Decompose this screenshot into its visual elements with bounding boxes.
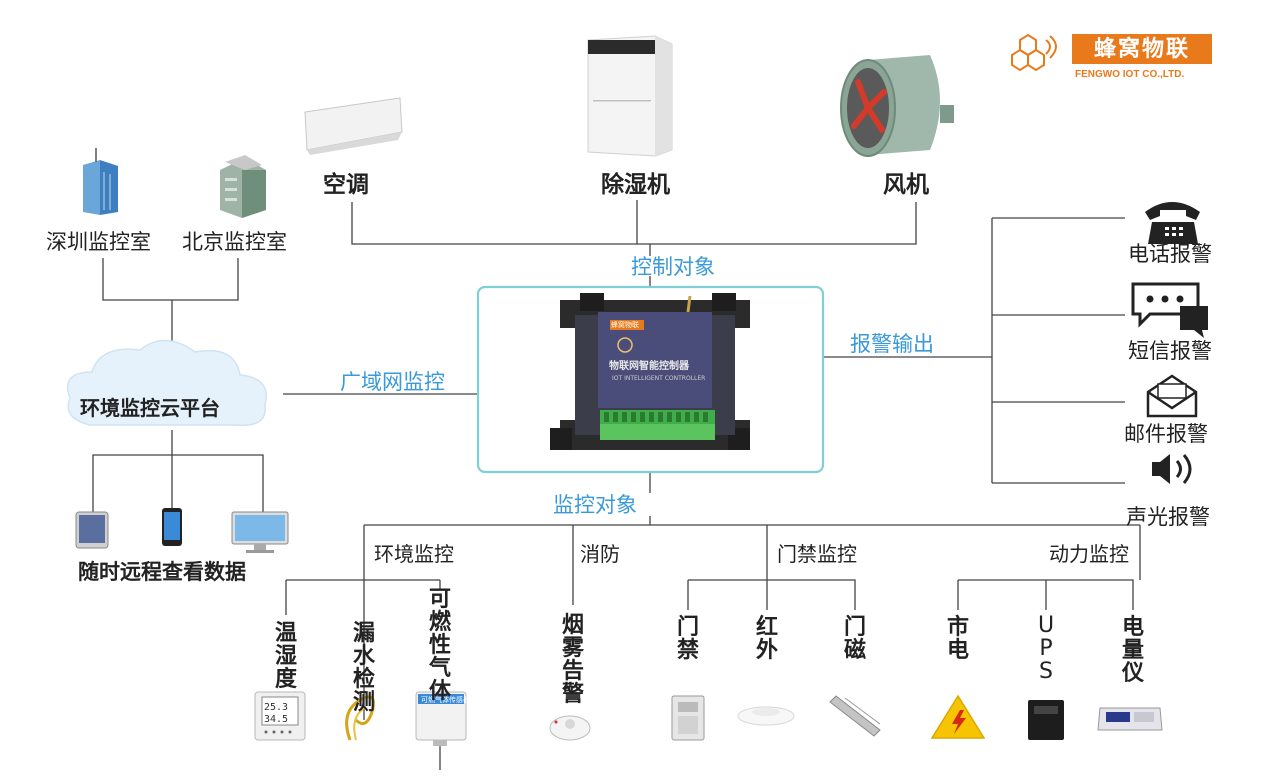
monitor-icon	[231, 511, 289, 553]
sensor-door-magnet: 门磁	[843, 615, 866, 663]
label-access-monitoring: 门禁监控	[777, 542, 857, 566]
controller-sub: IOT INTELLIGENT CONTROLLER	[612, 375, 706, 382]
edge-wan-monitoring: 广域网监控	[340, 370, 445, 394]
label-cloud-platform: 环境监控云平台	[80, 396, 220, 420]
power-meter-icon	[1097, 707, 1163, 731]
sensor-mains-power: 市电	[946, 615, 969, 663]
tablet-icon	[75, 511, 109, 549]
gas-sensor-label: 可燃气体传感器	[421, 695, 470, 704]
fan-icon	[840, 55, 954, 157]
infrared-sensor-icon	[737, 706, 795, 726]
controller-frame	[476, 285, 825, 474]
label-phone-alarm: 电话报警	[1128, 242, 1212, 266]
dehumidifier-icon	[587, 35, 673, 157]
logo-hexagon-icon	[1011, 33, 1057, 72]
label-air-conditioner: 空调	[323, 172, 369, 198]
edge-monitor-objects: 监控对象	[553, 493, 637, 517]
access-control-icon	[671, 695, 705, 741]
label-sms-alarm: 短信报警	[1128, 339, 1212, 363]
logo-cn: 蜂窝物联	[1072, 34, 1212, 64]
smoke-detector-icon	[549, 715, 591, 741]
connector-lines	[92, 200, 1141, 770]
sensor-water-leak: 漏水检测	[352, 621, 375, 715]
temp-humidity-sensor-icon: 25.3 34.5	[254, 691, 306, 741]
label-remote-view: 随时远程查看数据	[78, 560, 246, 584]
speaker-icon	[1152, 454, 1192, 484]
label-sound-light-alarm: 声光报警	[1126, 505, 1210, 529]
edge-alarm-output: 报警输出	[850, 332, 934, 356]
controller-label: 物联网智能控制器	[609, 361, 689, 372]
telephone-icon	[1145, 202, 1200, 244]
sensor-smoke: 烟雾告警	[561, 613, 584, 707]
label-fan: 风机	[883, 172, 929, 198]
label-power-monitoring: 动力监控	[1049, 542, 1129, 566]
shenzhen-building-icon	[83, 148, 118, 215]
sensor-gas: 可燃性气体	[428, 587, 451, 704]
sms-icon	[1131, 282, 1208, 338]
phone-icon	[162, 508, 182, 546]
label-fire: 消防	[580, 542, 620, 566]
label-env-monitoring: 环境监控	[374, 542, 454, 566]
label-dehumidifier: 除湿机	[601, 172, 670, 198]
sensor-ups: UPS	[1037, 613, 1055, 684]
door-magnet-icon	[829, 695, 881, 737]
logo-en: FENGWO IOT CO.,LTD.	[1075, 69, 1185, 80]
water-leak-cable-icon	[345, 695, 375, 741]
sensor-power-meter: 电量仪	[1121, 615, 1144, 686]
humidity-reading: 34.5	[264, 714, 288, 725]
sensor-temp-humidity: 温湿度	[274, 621, 297, 692]
controller-badge: 蜂窝物联	[611, 321, 639, 329]
edge-control-objects: 控制对象	[631, 255, 715, 279]
label-beijing-room: 北京监控室	[182, 230, 287, 254]
gas-sensor-icon: 可燃气体传感器	[415, 691, 470, 746]
sensor-access-control: 门禁	[676, 615, 699, 663]
label-shenzhen-room: 深圳监控室	[46, 230, 151, 254]
label-email-alarm: 邮件报警	[1124, 422, 1208, 446]
air-conditioner-icon	[304, 97, 403, 155]
ups-icon	[1028, 700, 1064, 740]
email-icon	[1146, 374, 1198, 418]
mains-power-icon	[930, 694, 986, 739]
sensor-infrared: 红外	[755, 615, 778, 663]
controller-device	[550, 293, 750, 450]
beijing-building-icon	[220, 155, 266, 218]
temp-reading: 25.3	[264, 702, 288, 713]
cloud-platform-icon	[66, 339, 267, 427]
